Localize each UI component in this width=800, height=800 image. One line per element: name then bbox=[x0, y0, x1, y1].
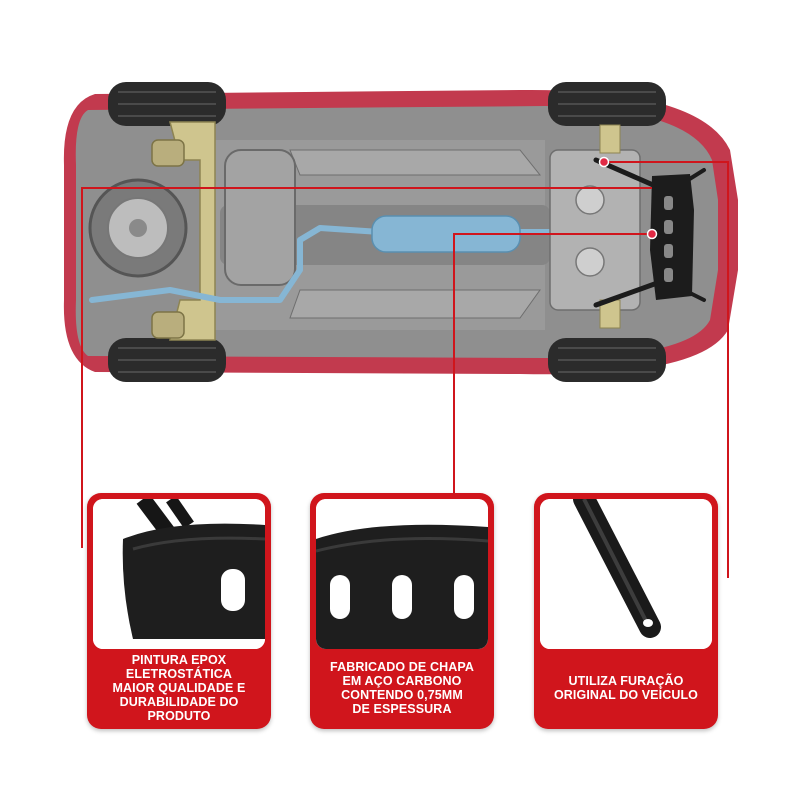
feature-caption: UTILIZA FURAÇÃO ORIGINAL DO VEÍCULO bbox=[553, 674, 699, 702]
feature-caption: FABRICADO DE CHAPA EM AÇO CARBONO CONTEN… bbox=[330, 660, 474, 716]
feature-caption: PINTURA EPOX ELETROSTÁTICA MAIOR QUALIDA… bbox=[112, 653, 246, 723]
feature-card-epoxy-paint: PINTURA EPOX ELETROSTÁTICA MAIOR QUALIDA… bbox=[87, 493, 271, 729]
feature-photo-plate-corner bbox=[93, 499, 265, 649]
rail-bottom bbox=[289, 289, 541, 319]
callout-dot-plate bbox=[646, 228, 658, 240]
feature-photo-plate-slots bbox=[316, 499, 488, 649]
callout-line-3 bbox=[604, 161, 729, 578]
skid-plate bbox=[593, 157, 706, 308]
callout-line-1 bbox=[81, 187, 652, 548]
rear-spring-bottom bbox=[151, 311, 185, 339]
fuel-tank bbox=[224, 149, 296, 286]
callout-line-2 bbox=[453, 233, 652, 493]
engine-block bbox=[549, 149, 641, 311]
callout-dot-bar bbox=[598, 156, 610, 168]
rail-top bbox=[289, 149, 542, 176]
feature-photo-mounting-bar bbox=[540, 499, 712, 649]
feature-card-carbon-steel: FABRICADO DE CHAPA EM AÇO CARBONO CONTEN… bbox=[310, 493, 494, 729]
rear-spring-top bbox=[151, 139, 185, 167]
feature-card-original-holes: UTILIZA FURAÇÃO ORIGINAL DO VEÍCULO bbox=[534, 493, 718, 729]
rear-axle bbox=[169, 121, 216, 341]
